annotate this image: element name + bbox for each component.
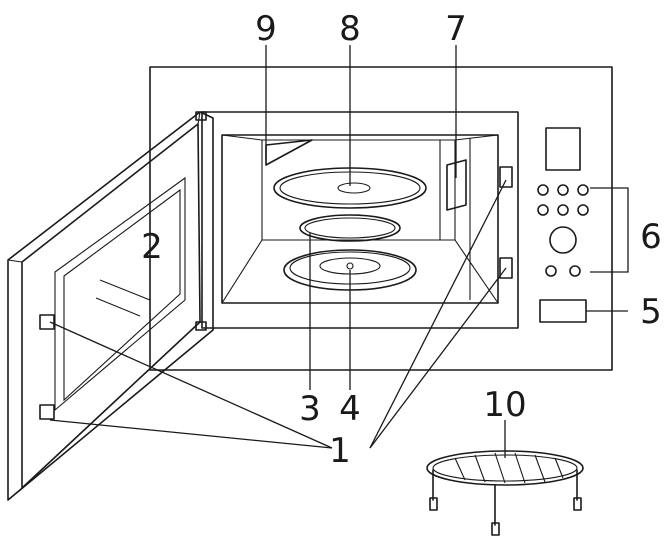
grill-rack bbox=[426, 450, 584, 536]
door-hinge bbox=[195, 111, 207, 121]
control-panel bbox=[537, 127, 589, 277]
control-button bbox=[537, 204, 549, 216]
mica-plate bbox=[446, 159, 467, 211]
callout-3: 3 bbox=[299, 389, 321, 429]
callout-8: 8 bbox=[339, 9, 361, 49]
callout-9: 9 bbox=[255, 9, 277, 49]
door-latch-hook bbox=[39, 314, 55, 330]
callout-10: 10 bbox=[483, 385, 526, 425]
control-button bbox=[537, 184, 549, 196]
waveguide-cover bbox=[265, 139, 313, 166]
callout-4: 4 bbox=[339, 389, 361, 429]
door-safety-lock-holes bbox=[499, 166, 513, 279]
display-window bbox=[545, 127, 581, 171]
door-assembly bbox=[7, 111, 214, 501]
callout-1: 1 bbox=[329, 431, 351, 471]
control-button bbox=[557, 184, 569, 196]
callout-labels: 1 2 3 4 5 6 7 8 9 10 bbox=[141, 9, 662, 471]
door-hinge bbox=[195, 321, 207, 331]
control-knob bbox=[549, 226, 577, 254]
control-button bbox=[577, 184, 589, 196]
door-open-button bbox=[539, 299, 587, 323]
roller-ring bbox=[299, 214, 401, 242]
callout-7: 7 bbox=[445, 9, 467, 49]
door-latch-hook bbox=[39, 404, 55, 420]
control-button bbox=[557, 204, 569, 216]
callout-2: 2 bbox=[141, 227, 163, 267]
control-button bbox=[569, 265, 581, 277]
callout-6: 6 bbox=[640, 217, 662, 257]
control-button bbox=[545, 265, 557, 277]
leader-lines bbox=[49, 45, 629, 458]
callout-5: 5 bbox=[640, 292, 662, 332]
control-button bbox=[577, 204, 589, 216]
microwave-cabinet bbox=[149, 66, 613, 371]
